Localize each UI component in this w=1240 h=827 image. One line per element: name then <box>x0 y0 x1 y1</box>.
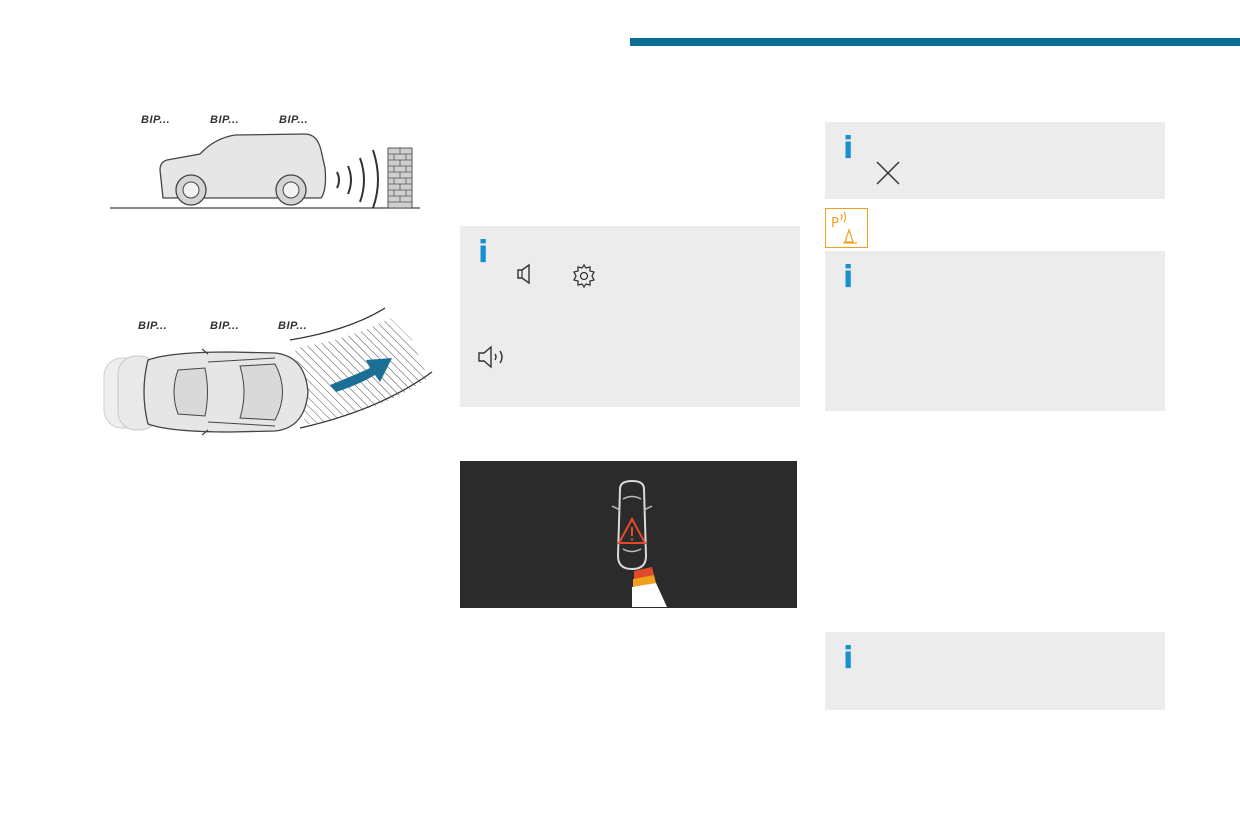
beep-label: BIP... <box>210 114 240 126</box>
beep-label: BIP... <box>210 320 240 332</box>
beep-label: BIP... <box>278 320 308 332</box>
svg-text:P: P <box>831 216 839 231</box>
info-icon: i <box>843 131 854 166</box>
rear-sensor-illustration: BIP... BIP... BIP... <box>105 110 425 215</box>
side-sensor-illustration: BIP... BIP... BIP... <box>100 300 435 445</box>
header-accent-bar <box>630 38 1240 46</box>
park-sensor-warning-icon: P <box>825 208 868 248</box>
info-icon: i <box>478 235 489 270</box>
info-icon: i <box>843 641 854 676</box>
beep-label: BIP... <box>141 114 171 126</box>
info-panel-warning: i <box>825 251 1165 411</box>
beep-label: BIP... <box>279 114 309 126</box>
gear-icon <box>573 263 595 289</box>
info-panel-close: i <box>825 122 1165 199</box>
info-panel-note: i <box>825 632 1165 710</box>
speaker-sound-icon <box>478 345 503 369</box>
car-turn-drawing <box>103 307 433 436</box>
close-x-icon <box>876 161 900 185</box>
parking-sensor-display <box>460 461 797 608</box>
info-icon: i <box>843 260 854 295</box>
speaker-muted-icon <box>517 263 530 285</box>
car-wall-drawing <box>110 133 420 209</box>
info-panel-sound-settings: i <box>460 226 800 407</box>
car-obstacle-graphic <box>611 479 667 607</box>
beep-label: BIP... <box>138 320 168 332</box>
